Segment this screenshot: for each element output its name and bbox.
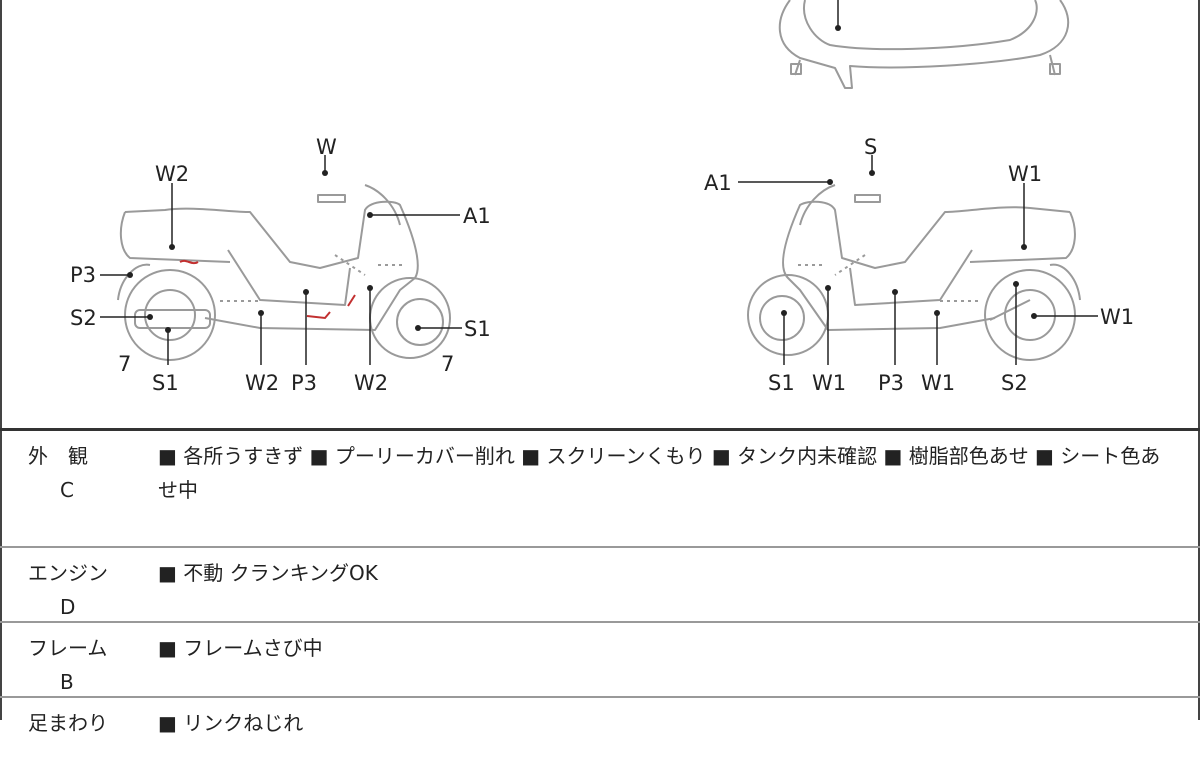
grade: B bbox=[60, 670, 74, 694]
label-p3: P3 bbox=[70, 263, 96, 287]
label-w1: W1 bbox=[1100, 305, 1134, 329]
right-leader-lines bbox=[738, 155, 1098, 365]
label-p3: P3 bbox=[291, 371, 317, 395]
left-diagram-labels: W W2 A1 P3 S2 S1 7 7 S1 W2 P3 W2 bbox=[70, 135, 491, 395]
label-s1: S1 bbox=[152, 371, 179, 395]
label-s: S bbox=[864, 135, 877, 159]
category-label: フレーム bbox=[28, 636, 108, 660]
label-s1: S1 bbox=[464, 317, 491, 341]
grade: D bbox=[60, 595, 76, 619]
scooter-top-view bbox=[778, 0, 1070, 89]
table-row-frame: フレーム B ■ フレームさび中 bbox=[0, 623, 1200, 698]
left-leader-lines bbox=[100, 155, 462, 365]
label-a1: A1 bbox=[463, 204, 491, 228]
label-w2: W2 bbox=[354, 371, 388, 395]
category-label: 足まわり bbox=[28, 711, 108, 735]
label-s2: S2 bbox=[1001, 371, 1028, 395]
category-label: エンジン bbox=[28, 561, 108, 585]
sheet-frame bbox=[0, 0, 1200, 720]
condition-table: 外 観 C ■ 各所うすきず ■ プーリーカバー削れ ■ スクリーンくもり ■ タ… bbox=[0, 428, 1200, 773]
label-7: 7 bbox=[118, 352, 131, 376]
grade: C bbox=[60, 478, 74, 502]
label-s2: S2 bbox=[70, 306, 97, 330]
scooter-right-side bbox=[747, 184, 1081, 361]
right-diagram-labels: A1 S W1 W1 S1 W1 P3 W1 S2 bbox=[704, 135, 1134, 395]
condition-notes: ■ 不動 クランキングOK bbox=[158, 561, 378, 585]
condition-notes: ■ リンクねじれ bbox=[158, 711, 304, 735]
condition-notes: ■ フレームさび中 bbox=[158, 636, 323, 660]
label-w: W bbox=[316, 135, 337, 159]
condition-notes: ■ 各所うすきず ■ プーリーカバー削れ ■ スクリーンくもり ■ タンク内未確… bbox=[158, 444, 1161, 502]
label-w1: W1 bbox=[921, 371, 955, 395]
category-label: 外 観 bbox=[28, 444, 88, 468]
label-w2: W2 bbox=[155, 162, 189, 186]
table-row-engine: エンジン D ■ 不動 クランキングOK bbox=[0, 548, 1200, 623]
table-row-suspension: 足まわり ■ リンクねじれ bbox=[0, 698, 1200, 773]
label-w2: W2 bbox=[245, 371, 279, 395]
label-a1: A1 bbox=[704, 171, 732, 195]
label-7: 7 bbox=[441, 352, 454, 376]
table-row-exterior: 外 観 C ■ 各所うすきず ■ プーリーカバー削れ ■ スクリーンくもり ■ タ… bbox=[0, 431, 1200, 548]
label-p3: P3 bbox=[878, 371, 904, 395]
scooter-left-side bbox=[117, 184, 451, 361]
label-s1: S1 bbox=[768, 371, 795, 395]
label-w1: W1 bbox=[812, 371, 846, 395]
condition-diagram: W W2 A1 P3 S2 S1 7 7 S1 W2 P3 W2 A1 S bbox=[70, 0, 1134, 395]
label-w1: W1 bbox=[1008, 162, 1042, 186]
